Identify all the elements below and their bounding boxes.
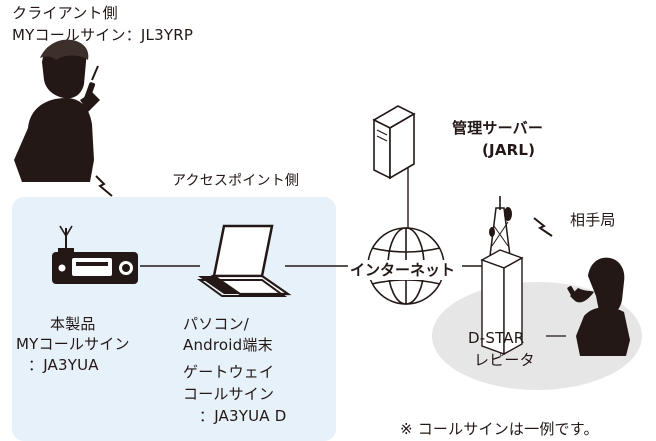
server-icon bbox=[372, 105, 416, 180]
gateway-label-line2: コールサイン bbox=[183, 385, 275, 403]
peer-operator-icon bbox=[567, 257, 630, 356]
signal-icon-client bbox=[95, 175, 113, 197]
footnote: ※ コールサインは一例です。 bbox=[400, 420, 599, 438]
client-side-label: クライアント側 bbox=[12, 4, 118, 22]
device-name-label: 本製品 bbox=[50, 315, 96, 333]
repeater-label-line2: レピータ bbox=[474, 351, 535, 369]
signal-icon-peer bbox=[533, 217, 553, 237]
device-mycall-value: ：JA3YUA bbox=[28, 356, 99, 374]
client-operator-icon bbox=[14, 39, 100, 182]
peer-station-label: 相手局 bbox=[570, 211, 616, 229]
internet-label: インターネット bbox=[348, 260, 458, 280]
repeater-tower-icon bbox=[480, 196, 524, 356]
access-point-label: アクセスポイント側 bbox=[172, 173, 300, 189]
pc-label-line2: Android端末 bbox=[183, 336, 273, 354]
pc-label-line1: パソコン/ bbox=[183, 315, 250, 333]
transceiver-icon bbox=[52, 225, 138, 284]
laptop-icon bbox=[196, 224, 292, 297]
client-mycall-label: MYコールサイン：JL3YRP bbox=[12, 26, 194, 44]
server-label-line1: 管理サーバー bbox=[452, 119, 544, 137]
server-label-line2: (JARL) bbox=[482, 141, 536, 159]
repeater-label-line1: D-STAR bbox=[468, 329, 525, 347]
gateway-label-line1: ゲートウェイ bbox=[183, 363, 275, 381]
gateway-callsign-value: ：JA3YUA D bbox=[199, 407, 287, 425]
device-mycall-label: MYコールサイン bbox=[16, 335, 130, 353]
